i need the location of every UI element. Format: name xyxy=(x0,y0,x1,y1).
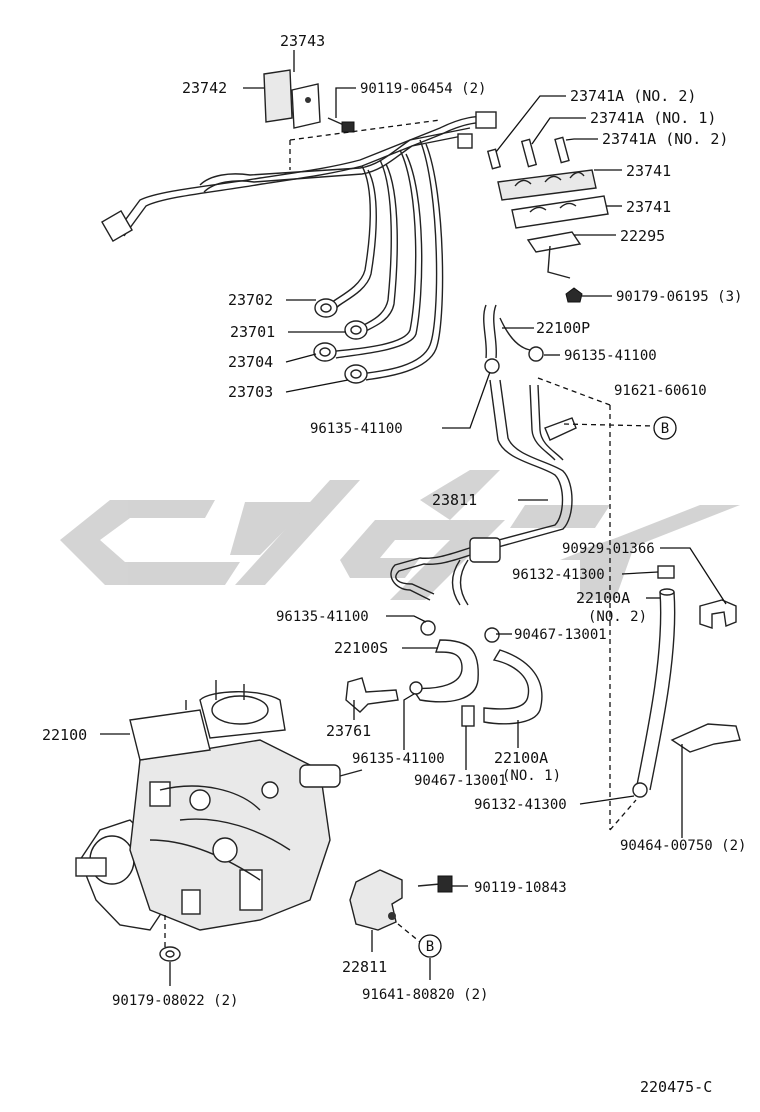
union-nuts xyxy=(313,298,368,384)
label-22100p: 22100P xyxy=(536,319,590,337)
clip-96132-41300-a xyxy=(657,565,675,579)
label-90467-13001-upper: 90467-13001 xyxy=(514,627,607,643)
label-23703: 23703 xyxy=(228,383,273,401)
clamp-90464-00750 xyxy=(670,723,741,753)
injection-pump-22100 xyxy=(75,680,363,931)
label-22100a-no1: 22100A xyxy=(494,749,548,767)
label-23704: 23704 xyxy=(228,353,273,371)
label-23701: 23701 xyxy=(230,323,275,341)
label-22100a-no2-sub: (NO. 2) xyxy=(588,609,647,625)
label-23702: 23702 xyxy=(228,291,273,309)
clip-96135-41100-a xyxy=(484,358,500,374)
clamp-90929-01366 xyxy=(699,599,737,629)
label-23743: 23743 xyxy=(280,32,325,50)
label-23741a-no2: 23741A (NO. 2) xyxy=(602,130,728,148)
label-22295: 22295 xyxy=(620,227,665,245)
label-22100a-no1-sub: (NO. 1) xyxy=(502,768,561,784)
watermark-logo xyxy=(60,470,740,600)
dash-upper-right xyxy=(537,377,611,406)
label-90464-00750: 90464-00750 (2) xyxy=(620,838,746,854)
pipe-23761 xyxy=(345,677,399,713)
leader-lines xyxy=(100,50,727,986)
part-labels: 23743 23742 90119-06454 (2) 23741A (NO. … xyxy=(42,32,746,1096)
clip-90467-13001-a xyxy=(484,627,500,643)
bolt-90119-10843 xyxy=(417,875,453,893)
clamp-cushions-23741a xyxy=(486,136,570,170)
label-90179-08022: 90179-08022 (2) xyxy=(112,993,238,1009)
dash-clamp-2 xyxy=(289,119,441,141)
clamp-23741-upper xyxy=(497,169,597,201)
nut-90179-06195 xyxy=(565,287,583,303)
bracket-22811 xyxy=(349,869,403,931)
injection-pipe-set xyxy=(101,111,497,381)
label-22811: 22811 xyxy=(342,958,387,976)
hose-22100p xyxy=(483,304,531,359)
ref-b-lower-text: B xyxy=(426,939,434,955)
reference-circle-b-lower: B xyxy=(418,934,442,958)
label-90119-10843: 90119-10843 xyxy=(474,880,567,896)
label-22100a-no2: 22100A xyxy=(576,589,630,607)
nut-90179-08022 xyxy=(159,946,181,962)
dash-to-b-lower xyxy=(397,923,421,943)
label-23741-upper: 23741 xyxy=(626,162,671,180)
bolt-90119-06454 xyxy=(327,117,355,133)
reference-circle-b-upper: B xyxy=(653,416,677,440)
clip-96135-41100-top xyxy=(528,346,544,362)
label-23742: 23742 xyxy=(182,79,227,97)
label-90467-13001-lower: 90467-13001 xyxy=(414,773,507,789)
hose-22100a-no2 xyxy=(635,588,676,791)
clip-96132-41300-b xyxy=(632,782,648,798)
label-91641-80820: 91641-80820 (2) xyxy=(362,987,488,1003)
label-23741-lower: 23741 xyxy=(626,198,671,216)
diagram-code: 220475-C xyxy=(640,1078,712,1096)
clip-90467-13001-b xyxy=(461,705,475,727)
label-22100: 22100 xyxy=(42,726,87,744)
label-96132-41300-lower: 96132-41300 xyxy=(474,797,567,813)
label-91621-60610: 91621-60610 xyxy=(614,383,707,399)
dash-to-b-upper xyxy=(563,423,655,427)
label-90929-01366: 90929-01366 xyxy=(562,541,655,557)
label-96135-41100-low: 96135-41100 xyxy=(352,751,445,767)
fuel-pipe-23811 xyxy=(390,379,577,606)
label-96132-41300-upper: 96132-41300 xyxy=(512,567,605,583)
hose-22100s xyxy=(410,639,479,703)
label-96135-41100-mid: 96135-41100 xyxy=(276,609,369,625)
label-90119-06454: 90119-06454 (2) xyxy=(360,81,486,97)
label-23811: 23811 xyxy=(432,491,477,509)
label-22100s: 22100S xyxy=(334,639,388,657)
label-23741a-no1: 23741A (NO. 1) xyxy=(590,109,716,127)
dash-bottom-right xyxy=(609,799,637,831)
clamp-23741-lower xyxy=(511,195,609,229)
label-23761: 23761 xyxy=(326,722,371,740)
pipe-clamp-23742 xyxy=(263,69,321,129)
bracket-22295 xyxy=(526,231,582,279)
label-96135-41100-top: 96135-41100 xyxy=(564,348,657,364)
clip-96135-41100-d xyxy=(409,681,423,695)
label-90179-06195: 90179-06195 (3) xyxy=(616,289,742,305)
hose-22100a-no1 xyxy=(483,649,543,725)
label-96135-41100-left: 96135-41100 xyxy=(310,421,403,437)
label-23741a-no2-top: 23741A (NO. 2) xyxy=(570,87,696,105)
clip-96135-41100-c xyxy=(420,620,436,636)
ref-b-upper-text: B xyxy=(661,421,669,437)
